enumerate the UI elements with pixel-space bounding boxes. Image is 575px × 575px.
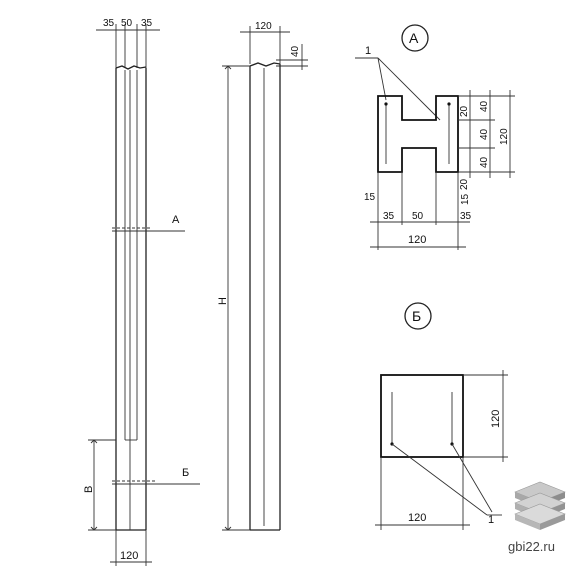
watermark-text: gbi22.ru	[508, 539, 555, 554]
height-b-label: В	[83, 486, 95, 493]
dim-mid-50: 50	[121, 18, 133, 29]
sec-a-dim-40-mid: 40	[479, 128, 490, 140]
sec-a-bottom-left-15: 15	[364, 192, 376, 203]
sec-a-dim-20-top: 20	[459, 105, 470, 117]
sec-a-bottom-50: 50	[412, 211, 424, 222]
sec-a-bottom-right-15: 15	[460, 193, 471, 205]
sec-b-width-120: 120	[408, 512, 426, 524]
section-b-marker: Б	[182, 467, 189, 479]
section-a-detail: А 1 20 40 40 40 20 120 15 15	[355, 24, 515, 250]
dim-right-35: 35	[141, 18, 153, 29]
sec-a-dim-40-top: 40	[479, 100, 490, 112]
sec-b-height-120: 120	[490, 410, 502, 428]
section-b-callout-1: 1	[488, 514, 494, 526]
dim-left-35: 35	[103, 18, 115, 29]
section-a-marker: А	[172, 214, 180, 226]
overall-height-h: Н	[217, 297, 229, 305]
sec-a-bottom-35-right: 35	[460, 211, 472, 222]
sec-a-dim-40-bottom: 40	[479, 156, 490, 168]
sec-a-total-height-120: 120	[499, 128, 510, 145]
section-a-title: А	[409, 30, 419, 46]
section-b-title: Б	[412, 308, 421, 324]
bottom-width-120: 120	[120, 550, 138, 562]
watermark-logo: gbi22.ru	[508, 481, 566, 554]
side-top-offset-40: 40	[290, 45, 301, 57]
side-elevation: 120 40 Н	[217, 21, 308, 531]
sec-a-dim-20-bottom: 20	[459, 178, 470, 190]
side-width-120: 120	[255, 21, 272, 32]
sec-a-total-width-120: 120	[408, 234, 426, 246]
front-elevation: 35 50 35 А Б В 120	[83, 18, 200, 566]
section-b-detail: Б 120 120 1	[375, 302, 508, 530]
section-a-callout-1: 1	[365, 45, 371, 57]
stacked-slabs-icon	[514, 481, 566, 530]
sec-a-bottom-35-left: 35	[383, 211, 395, 222]
